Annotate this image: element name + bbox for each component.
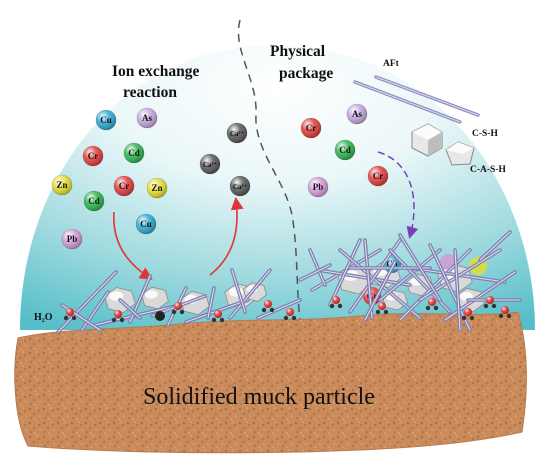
ion-label: As (352, 109, 362, 119)
aft-label: AFt (383, 59, 400, 69)
ion-label: Pb (313, 182, 324, 192)
ion-cd: Cd (334, 139, 356, 161)
ion-cr: Cr (82, 145, 104, 167)
ion-label: Pb (67, 234, 78, 244)
divider-line (237, 19, 301, 321)
water-molecule (283, 308, 297, 321)
water-molecule (461, 308, 475, 321)
ion-label: Ca²⁺ (230, 130, 245, 138)
ion-cr: Cr (367, 165, 389, 187)
ion-label: Ca²⁺ (233, 183, 248, 191)
physical-heading-line2: package (279, 65, 333, 82)
package-arrow (377, 151, 419, 239)
needle (118, 298, 142, 320)
water-molecule (498, 306, 512, 319)
needle (80, 290, 110, 332)
needle (378, 248, 442, 302)
needle (398, 233, 442, 302)
ion-label: Cd (128, 148, 140, 158)
needle (453, 248, 462, 332)
ion-ca: Ca²⁺ (226, 122, 248, 144)
ion-cu: Cu (135, 213, 157, 235)
ion-cr: Cr (300, 117, 322, 139)
ion-zn: Zn (51, 174, 73, 196)
ion-pb: Pb (61, 228, 83, 250)
water-molecule (425, 298, 439, 311)
water-molecule (211, 310, 225, 323)
aft-needles (353, 75, 480, 124)
dark-particle (155, 311, 165, 321)
surface-structures: CuCr (56, 230, 522, 334)
needle (316, 268, 412, 287)
needle (478, 230, 512, 262)
needle (228, 268, 272, 320)
ion-as: As (346, 103, 368, 125)
needle (398, 248, 472, 322)
needle (56, 270, 118, 334)
water-molecule (111, 310, 125, 323)
ion-label: Cu (140, 219, 152, 229)
water-molecule (375, 302, 389, 315)
cash-crystal (445, 141, 475, 166)
ion-cu: Cu (95, 109, 117, 131)
ion-cd: Cd (83, 190, 105, 212)
ion-as: As (136, 107, 158, 129)
needle (443, 270, 517, 322)
ion-exchange-heading-line1: Ion exchange (112, 63, 200, 80)
reaction-arrow-down (113, 211, 153, 280)
ion-pb: Pb (307, 176, 329, 198)
ion-exchange-heading-line2: reaction (123, 84, 177, 101)
ion-cr: Cr (113, 175, 135, 197)
needle (308, 248, 327, 287)
ion-label: Cr (88, 151, 99, 161)
ion-label: Cr (306, 123, 317, 133)
ion-ca: Ca²⁺ (229, 175, 251, 197)
ion-label: Cr (119, 181, 130, 191)
needle (428, 243, 472, 332)
solidified-particle (14, 311, 527, 454)
needle (363, 260, 397, 322)
reaction-arrow-up (209, 196, 244, 276)
ion-label: Cu (100, 115, 112, 125)
water-label-text: H₂O (34, 312, 53, 323)
needle (256, 298, 302, 320)
water-molecule (329, 296, 343, 309)
ion-cd: Cd (123, 142, 145, 164)
ion-label: As (142, 113, 152, 123)
ion-label: Cr (373, 171, 384, 181)
needle (206, 286, 216, 320)
ion-label: Zn (56, 180, 67, 190)
physical-heading-line1: Physical (270, 43, 326, 60)
csh-label: C-S-H (472, 129, 498, 139)
cash-label: C-A-S-H (470, 165, 506, 175)
needle (328, 238, 362, 307)
embedded-ion-label: Cr (367, 291, 378, 301)
ion-label: Ca²⁺ (203, 161, 218, 169)
water-molecule (483, 296, 497, 309)
ion-label: Cd (339, 145, 351, 155)
ion-label: Zn (151, 183, 162, 193)
particle-label: Solidified muck particle (143, 384, 375, 410)
ion-label: Cd (88, 196, 100, 206)
water-label: H₂O (34, 312, 53, 323)
needle (230, 268, 247, 314)
water-molecule (171, 302, 185, 315)
ion-zn: Zn (146, 177, 168, 199)
csh-crystal (411, 123, 443, 157)
needle (298, 263, 332, 282)
needle (338, 248, 422, 320)
water-molecule (261, 300, 275, 313)
ion-ca: Ca²⁺ (199, 153, 221, 175)
water-molecule (63, 308, 77, 321)
